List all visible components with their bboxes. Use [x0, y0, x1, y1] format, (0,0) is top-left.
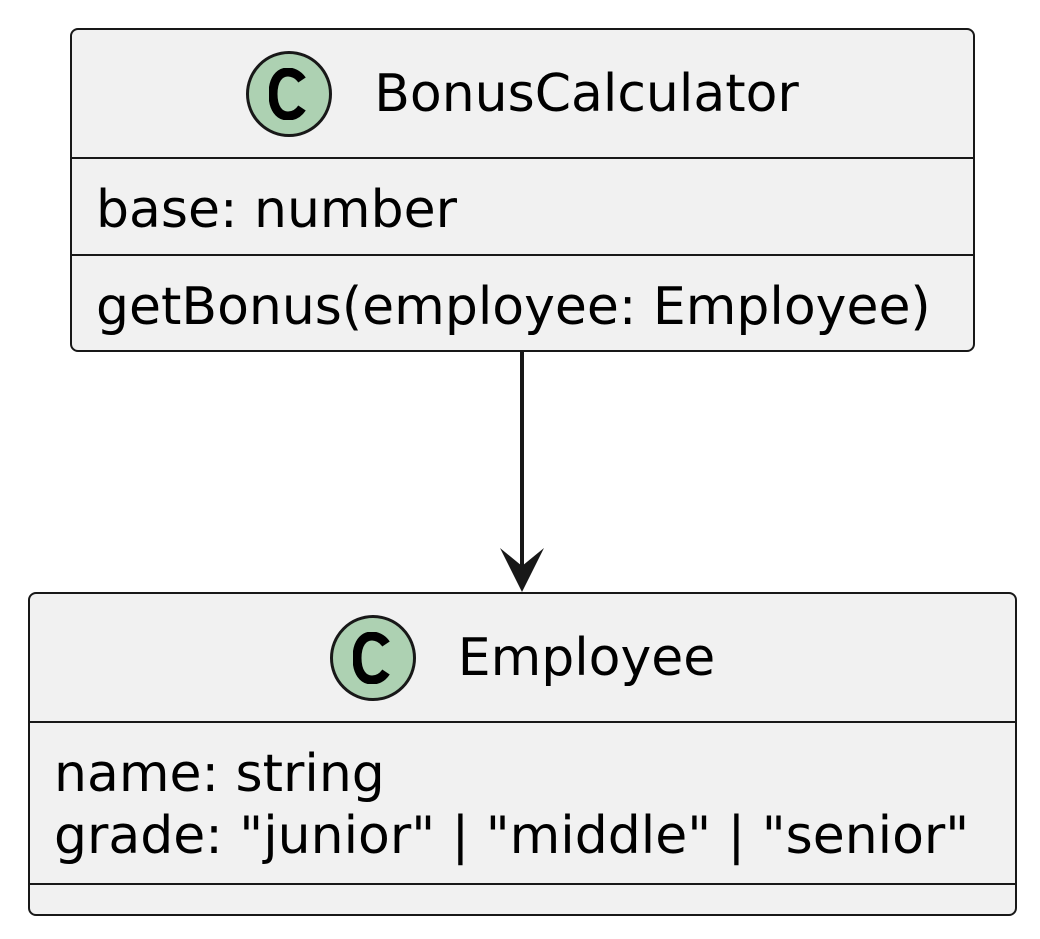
class-name: BonusCalculator [374, 63, 799, 124]
class-bonuscalculator[interactable]: BonusCalculator base: number getBonus(em… [70, 28, 975, 352]
class-c-icon [329, 614, 416, 701]
class-header: Employee [30, 594, 1015, 721]
attribute-base: base: number [96, 180, 457, 240]
attributes-divider [72, 157, 973, 159]
class-employee[interactable]: Employee name: string grade: "junior" | … [28, 592, 1017, 916]
method-getbonus: getBonus(employee: Employee) [96, 277, 931, 337]
attributes-divider [30, 721, 1015, 723]
methods-divider [30, 883, 1015, 885]
attribute-grade: grade: "junior" | "middle" | "senior" [54, 806, 970, 866]
class-c-icon [246, 50, 333, 137]
class-name: Employee [457, 627, 716, 688]
methods-divider [72, 254, 973, 256]
arrow-head [500, 548, 544, 592]
attribute-name: name: string [54, 744, 385, 804]
class-header: BonusCalculator [72, 30, 973, 157]
